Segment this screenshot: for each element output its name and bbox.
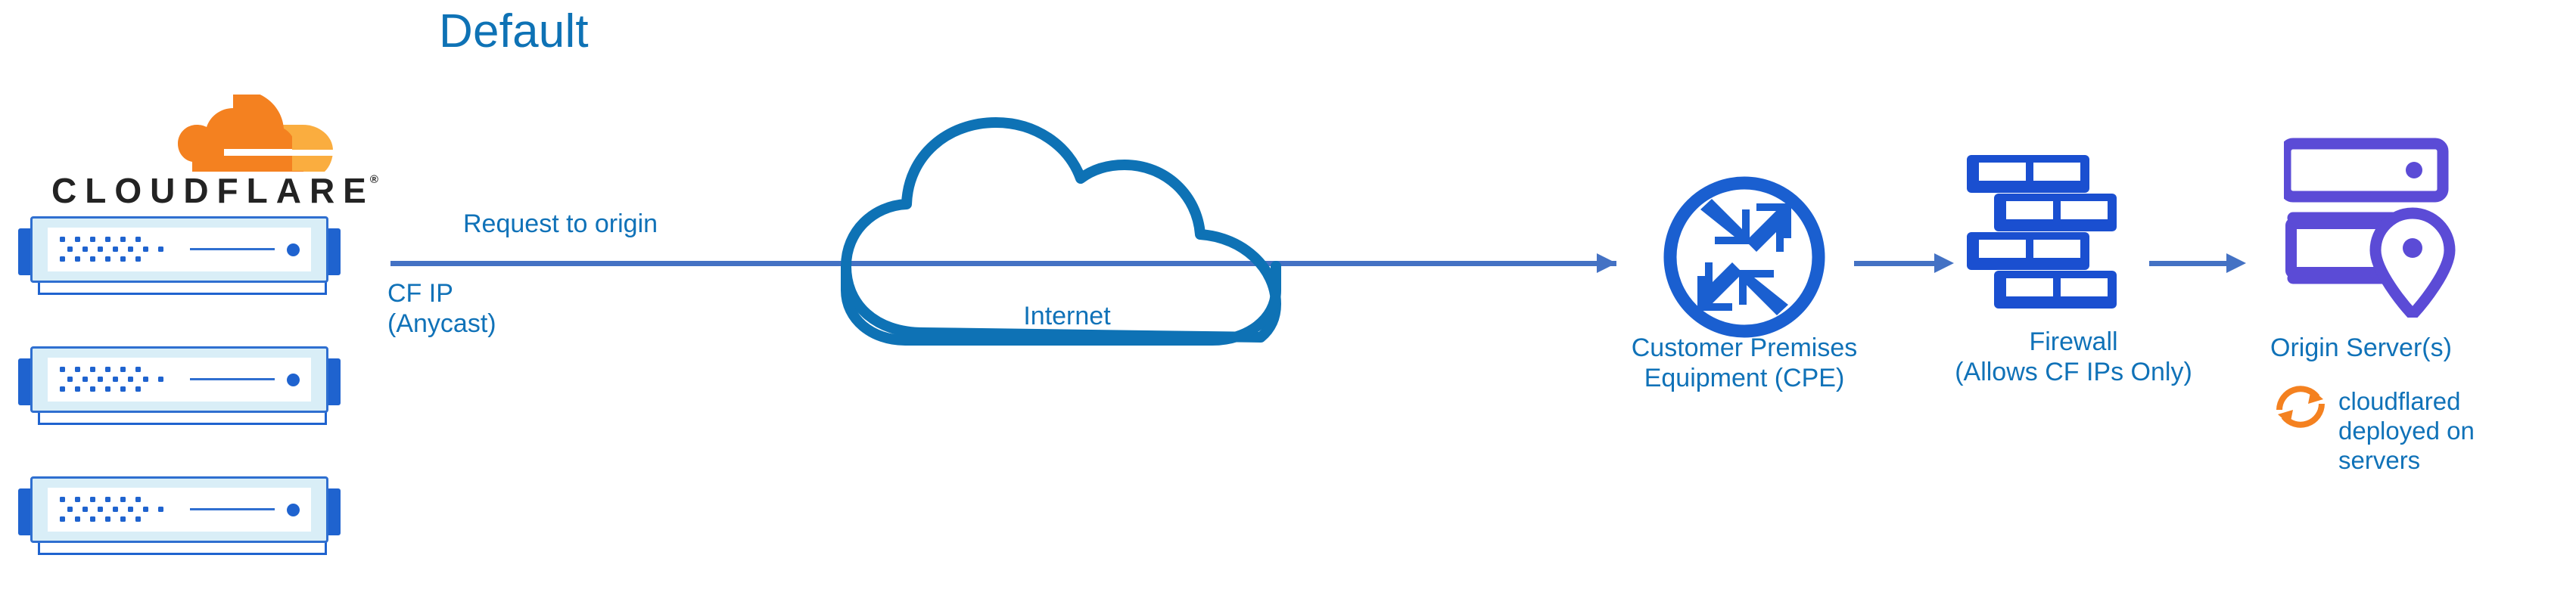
server-led-indicator [287, 243, 300, 256]
server-frame [30, 216, 328, 283]
node-label-origin-server: Origin Server(s) [2270, 333, 2452, 362]
server-unit-3 [17, 472, 342, 557]
server-unit-1 [17, 212, 342, 296]
annotation-cloudflared-deployed: cloudflared deployed on servers [2338, 387, 2475, 474]
trademark-symbol: ® [369, 172, 378, 186]
server-led-indicator [287, 374, 300, 386]
server-location-pin-icon [2284, 138, 2456, 318]
server-vent-dots [60, 367, 166, 394]
server-slot-line [190, 248, 275, 250]
server-face [48, 488, 311, 532]
server-slot-line [190, 378, 275, 380]
server-face [48, 358, 311, 402]
server-unit-2 [17, 342, 342, 426]
server-vent-dots [60, 497, 166, 524]
server-led-indicator [287, 504, 300, 516]
node-label-internet: Internet [1023, 302, 1111, 330]
edge-label-request-to-origin: Request to origin [463, 209, 658, 238]
server-face [48, 228, 311, 271]
node-label-firewall: Firewall (Allows CF IPs Only) [1955, 327, 2192, 387]
server-frame [30, 346, 328, 413]
server-slot-line [190, 508, 275, 510]
edge-arrow-request-to-origin-line [390, 261, 1616, 266]
server-frame [30, 476, 328, 543]
brick-wall-icon [1967, 155, 2117, 309]
circular-sync-arrows-icon [2276, 386, 2325, 428]
server-vent-dots [60, 237, 166, 264]
edge-arrow-cpe-to-firewall-line [1854, 261, 1939, 266]
cloudflare-logo: CLOUDFLARE® [23, 95, 378, 216]
page-title: Default [439, 5, 589, 57]
cloudflare-wordmark: CLOUDFLARE® [51, 173, 383, 208]
annotation-cf-ip-anycast: CF IP (Anycast) [387, 279, 496, 339]
edge-arrow-firewall-to-origin-head [2226, 253, 2246, 273]
edge-arrow-request-to-origin-head [1597, 253, 1616, 273]
edge-arrow-cpe-to-firewall-head [1934, 253, 1954, 273]
edge-arrow-firewall-to-origin-line [2149, 261, 2231, 266]
cloudflare-cloud-logo-icon [178, 95, 336, 172]
router-arrows-icon [1663, 176, 1825, 338]
cloudflare-wordmark-text: CLOUDFLARE [51, 171, 375, 210]
cloud-outline-icon [841, 117, 1281, 346]
node-label-cpe: Customer Premises Equipment (CPE) [1631, 333, 1858, 393]
